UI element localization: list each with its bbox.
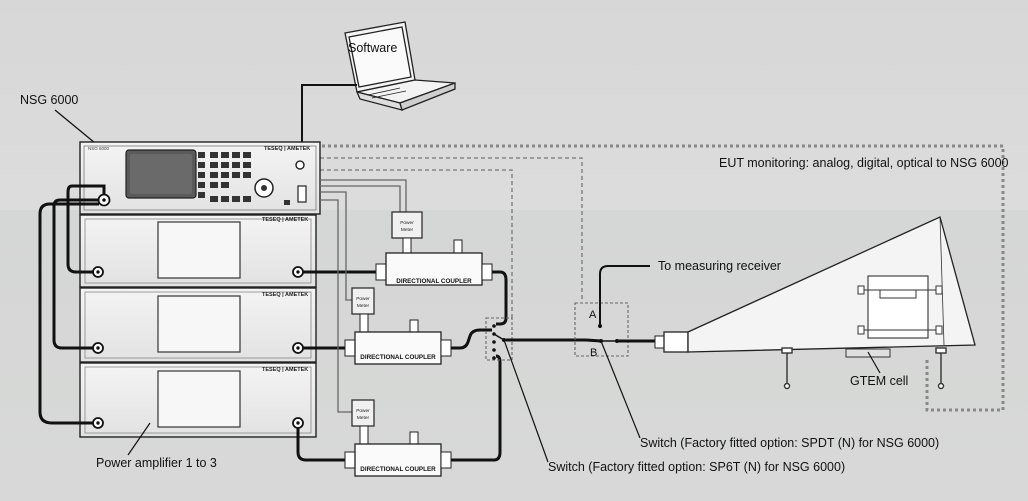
nsg-brand-text: TESEQ | AMETEK [264, 146, 310, 152]
meter-signal-lines [320, 179, 407, 413]
nsg-model-tag: NSG 6000 [88, 146, 110, 151]
power-amplifier-label: Power amplifier 1 to 3 [96, 456, 217, 470]
eut-monitoring-boundary [322, 144, 1005, 412]
spdt-switch-label: Switch (Factory fitted option: SPDT (N) … [640, 436, 939, 450]
power-amplifier-2: TESEQ | AMETEK [79, 287, 317, 363]
callout-lines [127, 339, 881, 463]
coupler3-label: DIRECTIONAL COUPLER [360, 466, 436, 473]
nsg-label: NSG 6000 [20, 93, 78, 107]
measuring-receiver-label: To measuring receiver [658, 259, 781, 273]
generator-to-amplifier-cables [38, 184, 106, 425]
svg-text:Meter: Meter [357, 303, 370, 309]
laptop-icon [344, 21, 456, 111]
directional-coupler-3: Power Meter DIRECTIONAL COUPLER [344, 399, 452, 477]
nsg-callout-line [54, 109, 96, 144]
coupler-to-switch-cables [451, 270, 508, 462]
sp6t-switch-label: Switch (Factory fitted option: SP6T (N) … [548, 460, 845, 474]
svg-text:Meter: Meter [357, 415, 370, 421]
amp2-brand-text: TESEQ | AMETEK [262, 292, 308, 298]
directional-coupler-2: Power Meter DIRECTIONAL COUPLER [344, 287, 452, 365]
coupler2-label: DIRECTIONAL COUPLER [360, 354, 436, 361]
power-amplifier-3: TESEQ | AMETEK [79, 362, 317, 438]
amp3-brand-text: TESEQ | AMETEK [262, 367, 308, 373]
software-label: Software [348, 41, 397, 55]
gtem-cell-label: GTEM cell [850, 374, 908, 388]
coupler1-label: DIRECTIONAL COUPLER [396, 278, 472, 285]
spdt-label-a: A [589, 309, 597, 321]
svg-text:Power: Power [400, 220, 414, 226]
nsg-6000-unit: TESEQ | AMETEK NSG 6000 [79, 141, 321, 215]
svg-text:Meter: Meter [401, 227, 414, 233]
spdt-label-b: B [590, 347, 597, 359]
power-amplifier-1: TESEQ | AMETEK [79, 214, 317, 288]
amp1-brand-text: TESEQ | AMETEK [262, 217, 308, 223]
gtem-cell [654, 216, 976, 390]
svg-text:Power: Power [356, 408, 370, 414]
directional-coupler-1: Power Meter DIRECTIONAL COUPLER [375, 211, 493, 286]
eut-monitoring-label: EUT monitoring: analog, digital, optical… [719, 156, 1009, 170]
laptop-cable [301, 84, 357, 143]
svg-text:Power: Power [356, 296, 370, 302]
eut-monitoring-lines [320, 157, 583, 318]
receiver-line [599, 265, 650, 326]
